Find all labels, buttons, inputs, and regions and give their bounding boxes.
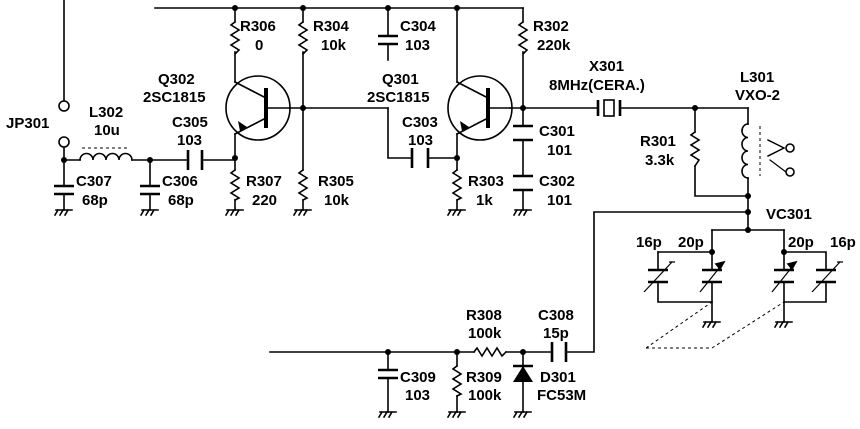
ground-symbol	[292, 208, 312, 217]
ground-symbol	[224, 208, 244, 217]
c306-value: 68p	[168, 192, 194, 209]
ground-symbol	[446, 208, 466, 217]
c303-value: 103	[408, 132, 433, 149]
r309-ref: R309	[466, 369, 502, 386]
l302-symbol	[79, 147, 133, 161]
c302-symbol	[513, 174, 533, 192]
c307-value: 68p	[82, 192, 108, 209]
d301-value: FC53M	[537, 387, 586, 404]
ground-symbol	[512, 410, 532, 419]
r307-ref: R307	[246, 173, 282, 190]
l301-ref: L301	[740, 69, 774, 86]
r306-ref: R306	[240, 18, 276, 35]
ground-symbol	[446, 410, 466, 419]
r308-ref: R308	[466, 307, 502, 324]
c302-value: 101	[547, 192, 572, 209]
r305-symbol	[297, 168, 309, 202]
r301-symbol	[689, 130, 701, 168]
ground-symbol	[377, 410, 397, 419]
jp301-symbol	[58, 100, 70, 148]
r302-ref: R302	[533, 18, 569, 35]
r308-value: 100k	[468, 325, 502, 342]
c303-symbol	[410, 148, 430, 168]
vc301-symbol	[643, 260, 843, 293]
jp301-ref: JP301	[6, 115, 49, 132]
c305-value: 103	[177, 132, 202, 149]
c304-value: 103	[405, 37, 430, 54]
c303-ref: C303	[402, 114, 438, 131]
x301-value: 8MHz(CERA.)	[549, 77, 645, 94]
c301-value: 101	[547, 142, 572, 159]
ground-symbol	[701, 320, 721, 329]
q301-ref: Q301	[382, 71, 419, 88]
d301-ref: D301	[540, 369, 576, 386]
r302-value: 220k	[537, 37, 571, 54]
vc301-ref: VC301	[766, 206, 812, 223]
vc301-section-3: 20p	[788, 234, 814, 251]
capacitors	[54, 34, 568, 380]
l302-ref: L302	[89, 104, 123, 121]
l302-value: 10u	[94, 122, 120, 139]
c306-ref: C306	[162, 173, 198, 190]
c309-symbol	[378, 368, 398, 380]
r307-value: 220	[252, 192, 277, 209]
q301-value: 2SC1815	[367, 89, 430, 106]
c301-symbol	[513, 124, 533, 142]
d301-symbol	[513, 364, 533, 382]
r309-value: 100k	[468, 387, 502, 404]
ground-symbol	[139, 208, 159, 217]
c305-symbol	[186, 150, 204, 170]
c309-value: 103	[405, 387, 430, 404]
r303-ref: R303	[468, 173, 504, 190]
r305-value: 10k	[324, 192, 350, 209]
q302-ref: Q302	[158, 71, 195, 88]
x301-symbol	[596, 99, 622, 117]
grounds	[53, 208, 793, 419]
r304-symbol	[297, 20, 309, 56]
r309-symbol	[451, 364, 463, 398]
c308-value: 15p	[543, 325, 569, 342]
c304-ref: C304	[400, 18, 437, 35]
c304-symbol	[378, 34, 398, 46]
c305-ref: C305	[172, 114, 208, 131]
q302-value: 2SC1815	[143, 89, 206, 106]
vc301-section-2: 20p	[678, 234, 704, 251]
c302-ref: C302	[539, 173, 575, 190]
vc301-gang-link	[645, 301, 785, 349]
ground-symbol	[512, 208, 532, 217]
r304-ref: R304	[313, 18, 350, 35]
r302-symbol	[517, 20, 529, 56]
l301-value: VXO-2	[735, 87, 780, 104]
c308-symbol	[550, 342, 568, 362]
ground-symbol	[53, 208, 73, 217]
r301-value: 3.3k	[645, 152, 675, 169]
r307-symbol	[229, 168, 241, 202]
l301-symbol	[741, 123, 795, 179]
r303-value: 1k	[476, 192, 493, 209]
q302-symbol	[225, 75, 291, 141]
r301-ref: R301	[640, 133, 676, 150]
c301-ref: C301	[539, 123, 575, 140]
c308-ref: C308	[538, 307, 574, 324]
junctions	[61, 5, 787, 355]
r308-symbol	[472, 346, 508, 358]
resistors	[229, 20, 701, 398]
r303-symbol	[451, 168, 463, 202]
x301-ref: X301	[589, 58, 624, 75]
labels: R306 0 R304 10k C304 103 R302 220k Q302 …	[6, 18, 856, 404]
c309-ref: C309	[400, 369, 436, 386]
r304-value: 10k	[321, 37, 347, 54]
q301-symbol	[447, 75, 513, 141]
r305-ref: R305	[318, 173, 354, 190]
c306-symbol	[140, 184, 160, 196]
vc301-section-1: 16p	[636, 234, 662, 251]
r306-symbol	[229, 20, 241, 56]
ground-symbol	[773, 320, 793, 329]
c307-ref: C307	[76, 173, 112, 190]
vc301-section-4: 16p	[830, 234, 856, 251]
r306-value: 0	[255, 37, 263, 54]
c307-symbol	[54, 184, 74, 196]
